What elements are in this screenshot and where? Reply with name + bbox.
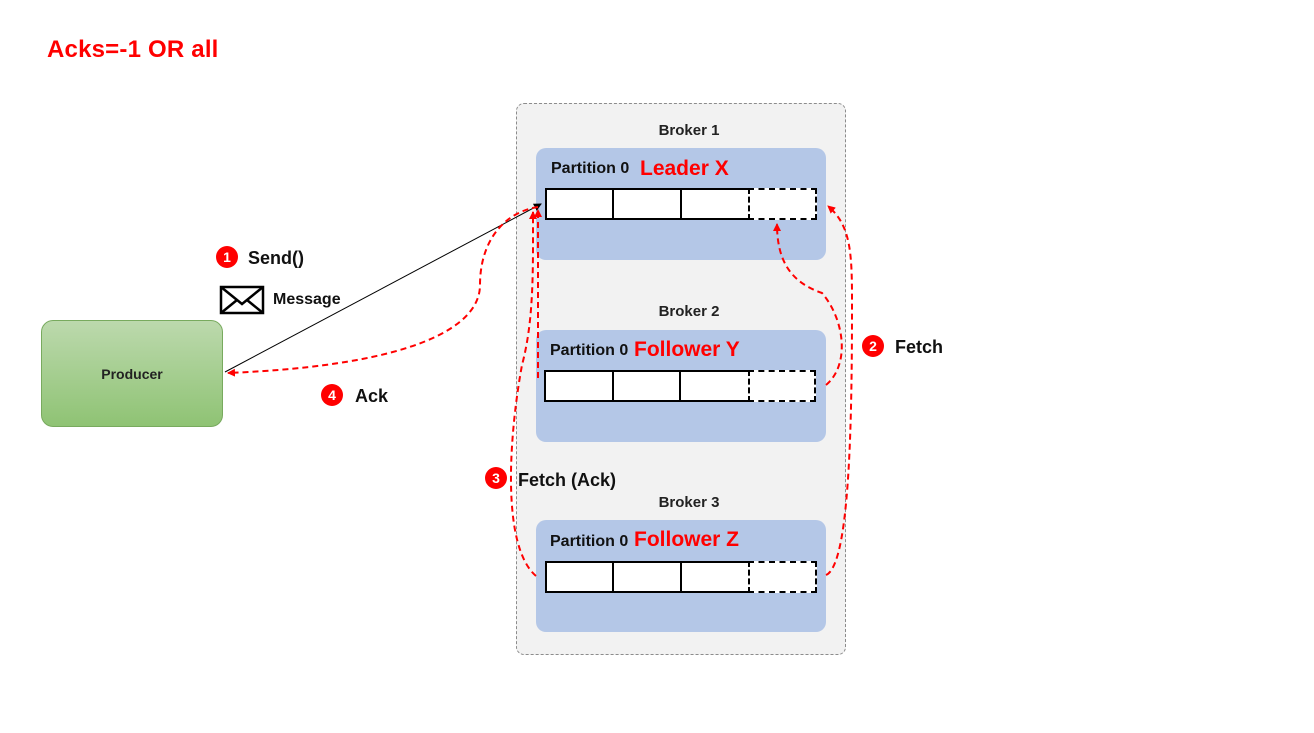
producer-box: Producer <box>41 320 223 427</box>
log-segment-pending <box>748 370 816 402</box>
fetch-ack-z-arrow <box>510 211 538 577</box>
broker-3-partition-label: Partition 0 <box>550 533 629 550</box>
log-segment <box>545 561 614 593</box>
step-3-badge: 3 <box>485 467 507 489</box>
message-label: Message <box>273 291 341 308</box>
broker-3-label: Broker 3 <box>658 494 720 511</box>
step-4-badge: 4 <box>321 384 343 406</box>
fetch-y-arrow <box>773 223 843 386</box>
broker-2-partition-label: Partition 0 <box>550 342 629 359</box>
ack-arrow <box>227 206 539 377</box>
log-segment <box>612 370 682 402</box>
log-segment <box>680 561 750 593</box>
producer-label: Producer <box>101 365 163 382</box>
broker-1-label: Broker 1 <box>658 122 720 139</box>
broker-2-label: Broker 2 <box>658 303 720 320</box>
log-segment <box>544 370 614 402</box>
broker-1-role: Leader X <box>640 157 729 180</box>
step-3-label: Fetch (Ack) <box>518 470 617 490</box>
step-1-label: Send() <box>248 248 304 268</box>
step-2-badge: 2 <box>862 335 884 357</box>
broker-2-role: Follower Y <box>634 338 740 361</box>
step-1-badge: 1 <box>216 246 238 268</box>
log-segment <box>679 370 750 402</box>
diagram-title: Acks=-1 OR all <box>47 36 219 63</box>
broker-3-role: Follower Z <box>634 528 739 551</box>
envelope-icon <box>219 285 265 315</box>
log-segment <box>680 188 750 220</box>
step-2-label: Fetch <box>895 337 944 357</box>
log-segment-pending <box>748 188 817 220</box>
send-arrow <box>224 203 542 373</box>
fetch-z-arrow <box>825 205 854 576</box>
step-4-label: Ack <box>355 386 389 406</box>
broker-1-partition-label: Partition 0 <box>551 160 630 177</box>
log-segment <box>612 561 682 593</box>
log-segment-pending <box>748 561 817 593</box>
